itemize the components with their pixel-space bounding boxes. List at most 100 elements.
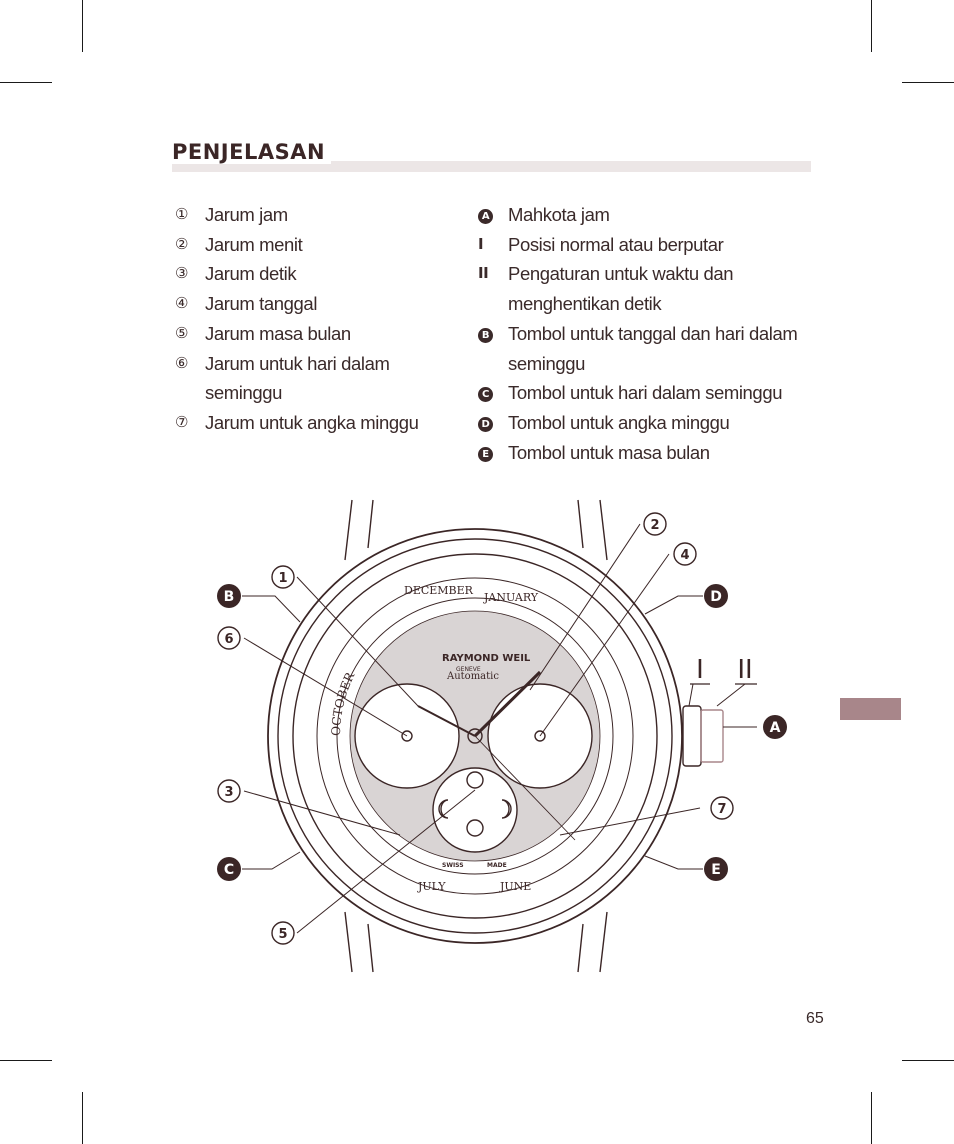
month-label: JANUARY — [483, 591, 539, 604]
callout-number: 3 — [224, 785, 233, 800]
crop-mark — [871, 0, 872, 52]
case-bezel — [277, 538, 673, 934]
leader-line — [242, 595, 301, 623]
month-label: DECEMBER — [404, 584, 474, 597]
crop-mark — [871, 1092, 872, 1144]
callout-D: D — [704, 584, 728, 608]
legend-text: Tombol untuk angka minggu — [508, 411, 730, 433]
leader-line — [529, 523, 641, 691]
legend-marker: I — [478, 234, 484, 253]
legend-left-column: ① Jarum jam ② Jarum menit ③ Jarum detik ④ Ja… — [175, 200, 465, 438]
leader-line — [644, 855, 703, 870]
crop-mark — [82, 1092, 83, 1144]
legend-marker: D — [478, 416, 493, 432]
legend-text: Tombol untuk masa bulan — [508, 441, 710, 463]
case-outer — [267, 528, 683, 944]
center-pivot — [467, 728, 483, 744]
leader-line — [243, 790, 401, 836]
legend-text: Jarum untuk hari dalam seminggu — [205, 352, 390, 404]
legend-text: Pengaturan untuk waktu dan menghentikan … — [508, 263, 734, 315]
leader-line — [296, 576, 419, 707]
section-title: PENJELASAN — [172, 140, 332, 164]
callout-number: 6 — [224, 632, 233, 647]
crown — [682, 705, 702, 767]
legend-right-column: A Mahkota jam I Posisi normal atau berputa… — [478, 200, 808, 467]
legend-marker: ③ — [175, 265, 189, 283]
crown-position-I: I — [696, 655, 704, 685]
hour-hand — [473, 670, 542, 738]
crop-mark — [0, 82, 52, 83]
legend-item: D Tombol untuk angka minggu — [478, 408, 808, 438]
crown-position-II: II — [737, 655, 752, 685]
chapter-tab — [840, 698, 901, 720]
brand-name: RAYMOND WEIL — [442, 653, 531, 664]
callout-number: 2 — [650, 518, 659, 533]
callout-number: 7 — [717, 802, 726, 817]
legend-marker: ⑦ — [175, 413, 189, 431]
subdial-moon — [432, 767, 518, 853]
legend-item: ③ Jarum detik — [175, 259, 465, 289]
moon-icon — [466, 771, 484, 789]
legend-text: Jarum detik — [205, 263, 297, 285]
legend-marker: A — [478, 209, 493, 224]
callout-1: 1 — [271, 565, 295, 589]
moon-icon — [466, 819, 484, 837]
brand-sub: GENEVE — [456, 666, 481, 673]
legend-marker: B — [478, 327, 493, 343]
watch-diagram: OCTOBER RAYMOND WEIL GENEVE Automatic SW… — [217, 499, 787, 973]
leader-line — [688, 683, 746, 707]
strap-top — [344, 499, 608, 561]
callout-3: 3 — [217, 779, 241, 803]
dial-month-ring — [316, 577, 634, 895]
legend-marker: ④ — [175, 295, 189, 313]
moon-crescent-icon — [438, 799, 449, 819]
legend-item: ① Jarum jam — [175, 200, 465, 230]
legend-text: Posisi normal atau berputar — [508, 233, 724, 255]
crop-mark — [902, 82, 954, 83]
month-label: JULY — [417, 880, 446, 893]
legend-text: Jarum masa bulan — [205, 322, 351, 344]
title-rule — [172, 161, 811, 172]
legend-text: Mahkota jam — [508, 204, 610, 225]
callout-E: E — [704, 857, 728, 881]
leader-line — [242, 851, 301, 870]
legend-item: B Tombol untuk tanggal dan hari dalam sem… — [478, 319, 808, 378]
callout-6: 6 — [217, 626, 241, 650]
callout-7: 7 — [710, 796, 734, 820]
legend-marker: ① — [175, 206, 189, 223]
legend-item: I Posisi normal atau berputar — [478, 230, 808, 260]
legend-text: Jarum menit — [205, 233, 303, 255]
model-name: Automatic — [446, 671, 499, 682]
crop-mark — [902, 1060, 954, 1061]
moon-crescent-icon — [501, 799, 512, 819]
legend-marker: ⑥ — [175, 354, 189, 372]
second-hand — [474, 735, 576, 841]
page-number: 65 — [806, 1010, 824, 1027]
subdial-pivot — [401, 730, 413, 742]
month-label: JUNE — [499, 880, 531, 893]
callout-letter: A — [770, 720, 781, 736]
leader-line — [296, 789, 476, 934]
subdial-pivot — [534, 730, 546, 742]
legend-text: Jarum jam — [205, 204, 288, 225]
legend-item: ② Jarum menit — [175, 230, 465, 260]
swiss-text: SWISS — [442, 862, 464, 869]
callout-letter: D — [710, 589, 722, 605]
legend-text: Jarum tanggal — [205, 293, 318, 315]
legend-marker: ⑤ — [175, 324, 189, 342]
callout-5: 5 — [271, 921, 295, 945]
callout-C: C — [217, 857, 241, 881]
legend-marker: II — [478, 264, 489, 283]
legend-marker: ② — [175, 235, 189, 253]
callout-number: 5 — [278, 927, 287, 942]
legend-marker: E — [478, 446, 493, 462]
callout-letter: C — [224, 862, 234, 878]
legend-text: Tombol untuk tanggal dan hari dalam semi… — [508, 322, 798, 374]
callout-A: A — [763, 715, 787, 739]
legend-item: II Pengaturan untuk waktu dan menghentika… — [478, 259, 808, 318]
legend-text: Jarum untuk angka minggu — [205, 411, 419, 433]
strap-bottom — [344, 911, 608, 973]
callout-number: 1 — [278, 571, 287, 586]
legend-item: A Mahkota jam — [478, 200, 808, 230]
